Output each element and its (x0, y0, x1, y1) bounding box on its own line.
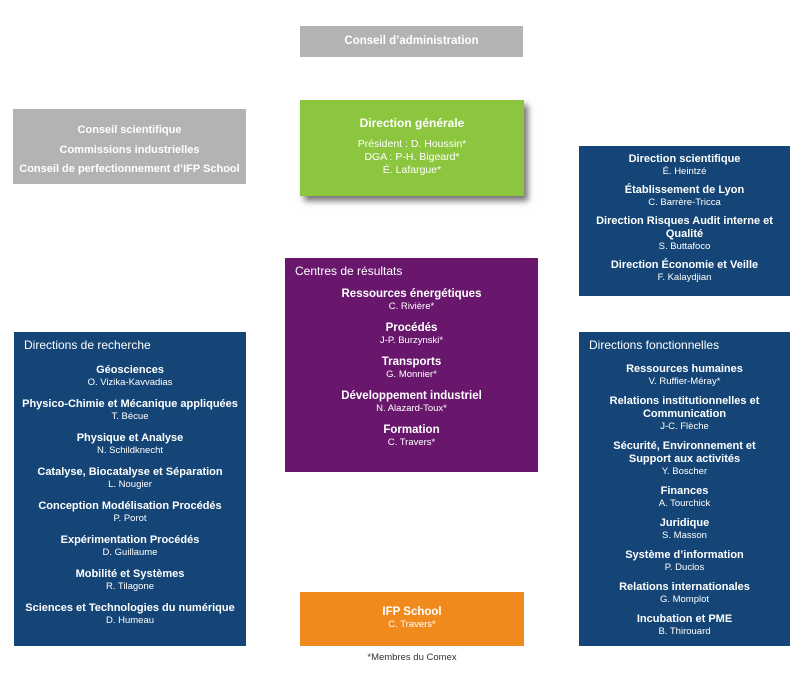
recherche-person: L. Nougier (108, 479, 152, 490)
recherche-title: Catalyse, Biocatalyse et Séparation (37, 466, 223, 478)
recherche-person: O. Vizika-Kavvadias (87, 377, 173, 388)
fonctionnelle-entry: Système d’information P. Duclos (579, 549, 790, 574)
recherche-entry: Catalyse, Biocatalyse et Séparation L. N… (14, 466, 246, 491)
fonctionnelle-entry: Juridique S. Masson (579, 517, 790, 542)
fonctionnelle-title: Incubation et PME (636, 613, 733, 625)
direction-person: S. Buttafoco (658, 241, 711, 252)
direction-title: Direction Économie et Veille (610, 259, 759, 271)
recherche-person: T. Bécue (111, 411, 149, 422)
direction-entry: Direction scientifique É. Heintzé (579, 153, 790, 178)
centre-entry: Formation C. Travers* (285, 424, 538, 449)
recherche-entry: Physico-Chimie et Mécanique appliquées T… (14, 398, 246, 423)
recherche-person: D. Humeau (105, 615, 155, 626)
centre-person: N. Alazard-Toux* (376, 403, 447, 414)
president-line: Président : D. Houssin* (357, 138, 467, 150)
direction-person: É. Heintzé (662, 166, 707, 177)
centres-resultats-box: Centres de résultats Ressources énergéti… (285, 258, 538, 472)
fonctionnelle-person: S. Masson (662, 530, 707, 541)
fonctionnelle-person: A. Tourchick (658, 498, 711, 509)
centre-entry: Ressources énergétiques C. Rivière* (285, 288, 538, 313)
direction-person: F. Kalaydjian (657, 272, 712, 283)
direction-generale-title: Direction générale (359, 116, 465, 130)
ifp-school-title: IFP School (382, 606, 442, 618)
direction-title: Établissement de Lyon (624, 184, 745, 196)
fonctionnelle-title: Juridique (659, 517, 710, 529)
ifp-school-box: IFP School C. Travers* (300, 592, 524, 646)
centre-person: C. Rivière* (388, 301, 435, 312)
fonctionnelle-entry: Relations institutionnelles et Communica… (579, 395, 790, 433)
fonctionnelle-person: Y. Boscher (661, 466, 708, 477)
recherche-title: Géosciences (96, 364, 164, 376)
recherche-entry: Conception Modélisation Procédés P. Poro… (14, 500, 246, 525)
conseil-perfectionnement-label: Conseil de perfectionnement d’IFP School (19, 163, 240, 175)
direction-person: C. Barrère-Tricca (648, 197, 721, 208)
conseil-administration-label: Conseil d’administration (344, 35, 479, 47)
recherche-entry: Mobilité et Systèmes R. Tilagone (14, 568, 246, 593)
fonctionnelle-person: G. Momplot (659, 594, 710, 605)
direction-entry: Établissement de Lyon C. Barrère-Tricca (579, 184, 790, 209)
fonctionnelle-title: Sécurité, Environnement et Support aux a… (613, 440, 756, 465)
centre-person: C. Travers* (387, 437, 436, 448)
fonctionnelle-person: V. Ruffier-Méray* (648, 376, 721, 387)
recherche-entry: Sciences et Technologies du numérique D.… (14, 602, 246, 627)
fonctionnelle-entry: Sécurité, Environnement et Support aux a… (579, 440, 790, 478)
dga-line-2: É. Lafargue* (382, 164, 442, 176)
centre-entry: Transports G. Monnier* (285, 356, 538, 381)
recherche-title: Physique et Analyse (76, 432, 184, 444)
conseils-box: Conseil scientifique Commissions industr… (13, 109, 246, 184)
recherche-person: N. Schildknecht (96, 445, 163, 456)
fonctionnelle-title: Finances (660, 485, 709, 497)
direction-entry: Direction Risques Audit interne et Quali… (579, 215, 790, 253)
recherche-title: Expérimentation Procédés (60, 534, 200, 546)
recherche-title: Conception Modélisation Procédés (38, 500, 222, 512)
direction-title: Direction Risques Audit interne et Quali… (596, 215, 773, 240)
conseil-administration-box: Conseil d’administration (300, 26, 523, 57)
recherche-entry: Physique et Analyse N. Schildknecht (14, 432, 246, 457)
commissions-industrielles-label: Commissions industrielles (59, 143, 200, 156)
fonctionnelle-person: B. Thirouard (658, 626, 711, 637)
centre-title: Procédés (385, 322, 438, 334)
recherche-title: Physico-Chimie et Mécanique appliquées (22, 398, 238, 410)
directions-recherche-heading: Directions de recherche (24, 338, 151, 352)
fonctionnelle-title: Ressources humaines (626, 363, 743, 375)
centre-title: Formation (383, 424, 440, 436)
recherche-person: R. Tilagone (105, 581, 155, 592)
fonctionnelle-entry: Finances A. Tourchick (579, 485, 790, 510)
recherche-title: Mobilité et Systèmes (75, 568, 185, 580)
centre-person: G. Monnier* (386, 369, 437, 380)
recherche-person: D. Guillaume (102, 547, 158, 558)
directions-rattachees-box: Direction scientifique É. Heintzé Établi… (579, 146, 790, 296)
centre-title: Ressources énergétiques (341, 288, 482, 300)
centre-entry: Procédés J-P. Burzynski* (285, 322, 538, 347)
fonctionnelle-entry: Ressources humaines V. Ruffier-Méray* (579, 363, 790, 388)
fonctionnelle-title: Système d’information (625, 549, 744, 561)
centre-entry: Développement industriel N. Alazard-Toux… (285, 390, 538, 415)
recherche-entry: Expérimentation Procédés D. Guillaume (14, 534, 246, 559)
recherche-person: P. Porot (113, 513, 147, 524)
fonctionnelle-title: Relations internationales (619, 581, 750, 593)
centre-title: Transports (381, 356, 442, 368)
directions-recherche-box: Directions de recherche Géosciences O. V… (14, 332, 246, 646)
directions-fonctionnelles-heading: Directions fonctionnelles (589, 338, 720, 352)
direction-title: Direction scientifique (628, 153, 741, 165)
fonctionnelle-person: J-C. Flèche (660, 421, 709, 432)
directions-fonctionnelles-box: Directions fonctionnelles Ressources hum… (579, 332, 790, 646)
dga-line: DGA : P-H. Bigeard* (364, 151, 460, 163)
fonctionnelle-entry: Relations internationales G. Momplot (579, 581, 790, 606)
centres-resultats-heading: Centres de résultats (295, 264, 403, 278)
recherche-entry: Géosciences O. Vizika-Kavvadias (14, 364, 246, 389)
direction-generale-box: Direction générale Président : D. Houssi… (300, 100, 524, 196)
comex-footnote: *Membres du Comex (367, 652, 457, 663)
centre-person: J-P. Burzynski* (379, 335, 444, 346)
centre-title: Développement industriel (341, 390, 482, 402)
fonctionnelle-person: P. Duclos (664, 562, 705, 573)
fonctionnelle-title: Relations institutionnelles et Communica… (609, 395, 760, 420)
ifp-school-person: C. Travers* (388, 619, 436, 630)
conseil-scientifique-label: Conseil scientifique (77, 124, 182, 136)
recherche-title: Sciences et Technologies du numérique (25, 602, 235, 614)
direction-entry: Direction Économie et Veille F. Kalaydji… (579, 259, 790, 284)
fonctionnelle-entry: Incubation et PME B. Thirouard (579, 613, 790, 638)
